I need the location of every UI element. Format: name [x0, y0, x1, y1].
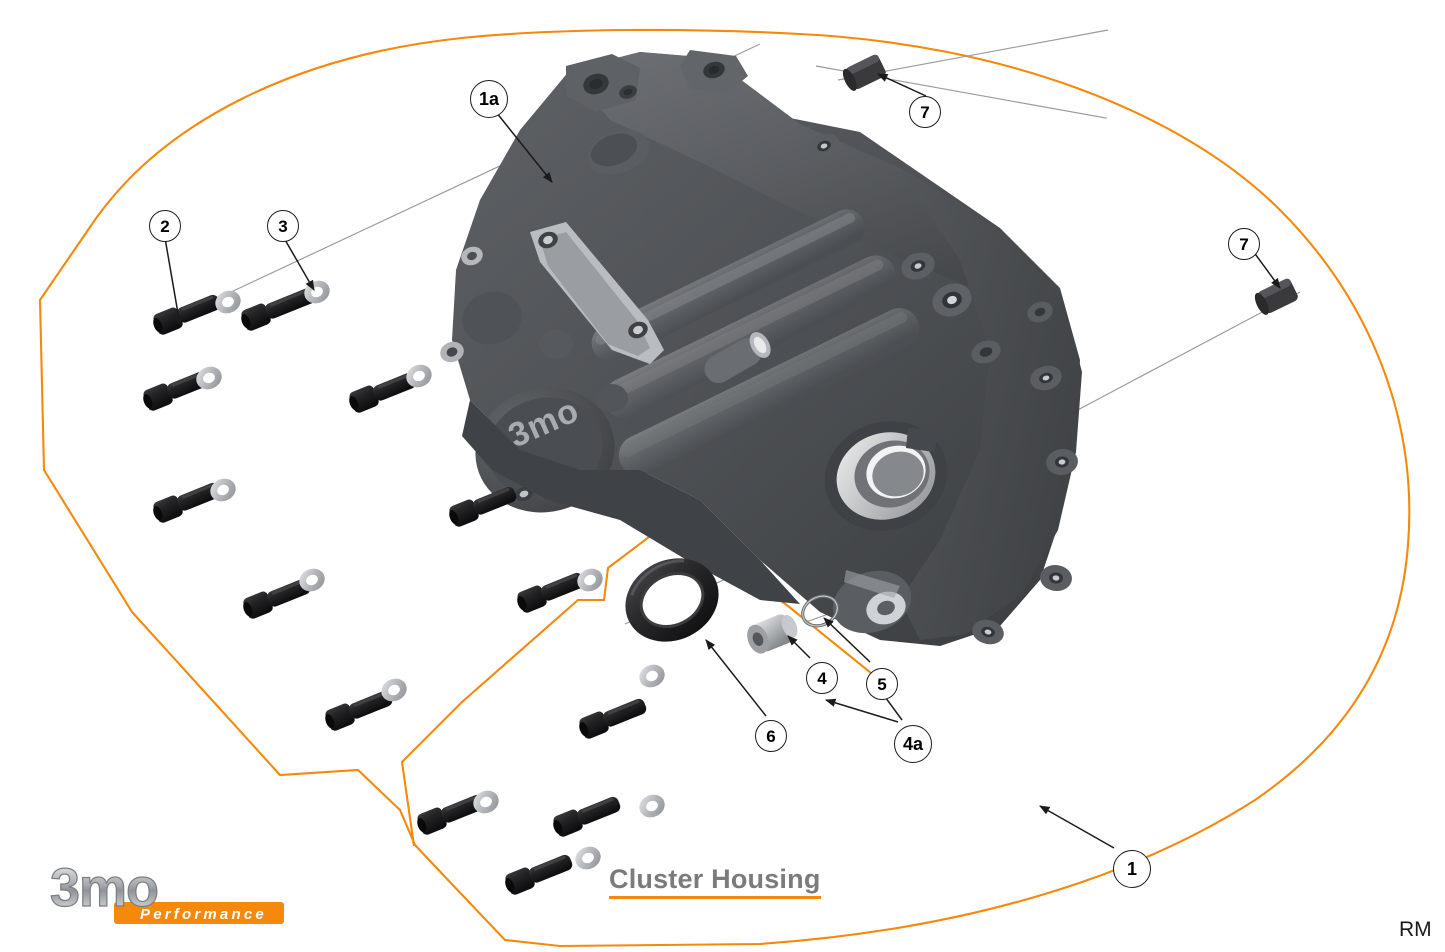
- cap-bolt: [579, 698, 647, 739]
- callout-4a-label: 4a: [902, 734, 924, 754]
- callout-4-label: 4: [817, 668, 827, 688]
- cap-bolt: [349, 372, 417, 413]
- callout-1[interactable]: 1: [1113, 850, 1151, 888]
- oil-plug: [747, 614, 798, 654]
- callout-1a-label: 1a: [478, 89, 500, 109]
- leader-5: [823, 617, 871, 663]
- brand-tagline-bar: [114, 902, 284, 924]
- callout-3-label: 3: [278, 216, 288, 236]
- cap-bolt: [517, 572, 585, 613]
- cap-bolt: [243, 578, 311, 619]
- cap-bolt: [153, 294, 221, 335]
- fastener-group: [143, 280, 665, 895]
- cap-bolt: [417, 794, 485, 835]
- callout-2-label: 2: [160, 216, 170, 236]
- oil-seal: [625, 558, 719, 642]
- callout-6[interactable]: 6: [755, 720, 787, 752]
- callout-7-upper-label: 7: [920, 102, 930, 122]
- callout-1-label: 1: [1126, 859, 1137, 879]
- main-bearing-bore: [824, 421, 948, 531]
- leader-4: [787, 635, 811, 659]
- cap-bolt: [505, 854, 573, 895]
- callout-7-lower-label: 7: [1239, 234, 1249, 254]
- brand-tagline: Performance: [140, 906, 267, 923]
- callout-2[interactable]: 2: [149, 210, 181, 242]
- cap-bolt: [153, 482, 221, 523]
- washer: [577, 568, 603, 592]
- callout-7-upper[interactable]: 7: [909, 96, 941, 128]
- callout-7-lower[interactable]: 7: [1228, 228, 1260, 260]
- cap-bolt: [553, 796, 621, 837]
- cluster-housing-body: 3mo: [440, 50, 1082, 646]
- leader-1: [1039, 805, 1115, 849]
- callout-3[interactable]: 3: [267, 210, 299, 242]
- washer: [639, 794, 665, 818]
- washer: [381, 678, 407, 702]
- dowel-pin-upper: [842, 54, 886, 91]
- washer: [210, 478, 236, 502]
- cap-bolt: [325, 690, 393, 731]
- diagram-title: Cluster Housing: [609, 864, 821, 899]
- leader-6: [705, 639, 767, 717]
- brand-wordmark: 3mo: [50, 858, 158, 918]
- washer: [215, 290, 241, 314]
- brand-logo: Performance 3mo: [40, 858, 300, 936]
- callout-4a[interactable]: 4a: [894, 725, 932, 763]
- washer: [473, 790, 499, 814]
- leader-4a-to-4: [824, 698, 899, 723]
- callout-4[interactable]: 4: [806, 662, 838, 694]
- callout-5-label: 5: [877, 674, 887, 694]
- brand-logo-svg: Performance 3mo: [49, 858, 284, 924]
- leader-7-upper: [877, 73, 927, 97]
- washer: [639, 664, 665, 688]
- callout-leader-lines: [164, 73, 1281, 849]
- lower-seal-boss: [832, 570, 912, 634]
- washer: [575, 846, 601, 870]
- callout-6-label: 6: [766, 726, 776, 746]
- leader-2: [164, 237, 183, 327]
- washer: [196, 366, 222, 390]
- cap-bolt: [449, 486, 517, 527]
- callout-5[interactable]: 5: [866, 668, 898, 700]
- callout-1a[interactable]: 1a: [470, 80, 508, 118]
- cap-bolt: [241, 287, 316, 331]
- leader-3: [283, 237, 315, 291]
- washer: [299, 568, 325, 592]
- leader-1a: [495, 111, 553, 183]
- washer: [406, 364, 432, 388]
- author-initials: RM: [1399, 918, 1432, 941]
